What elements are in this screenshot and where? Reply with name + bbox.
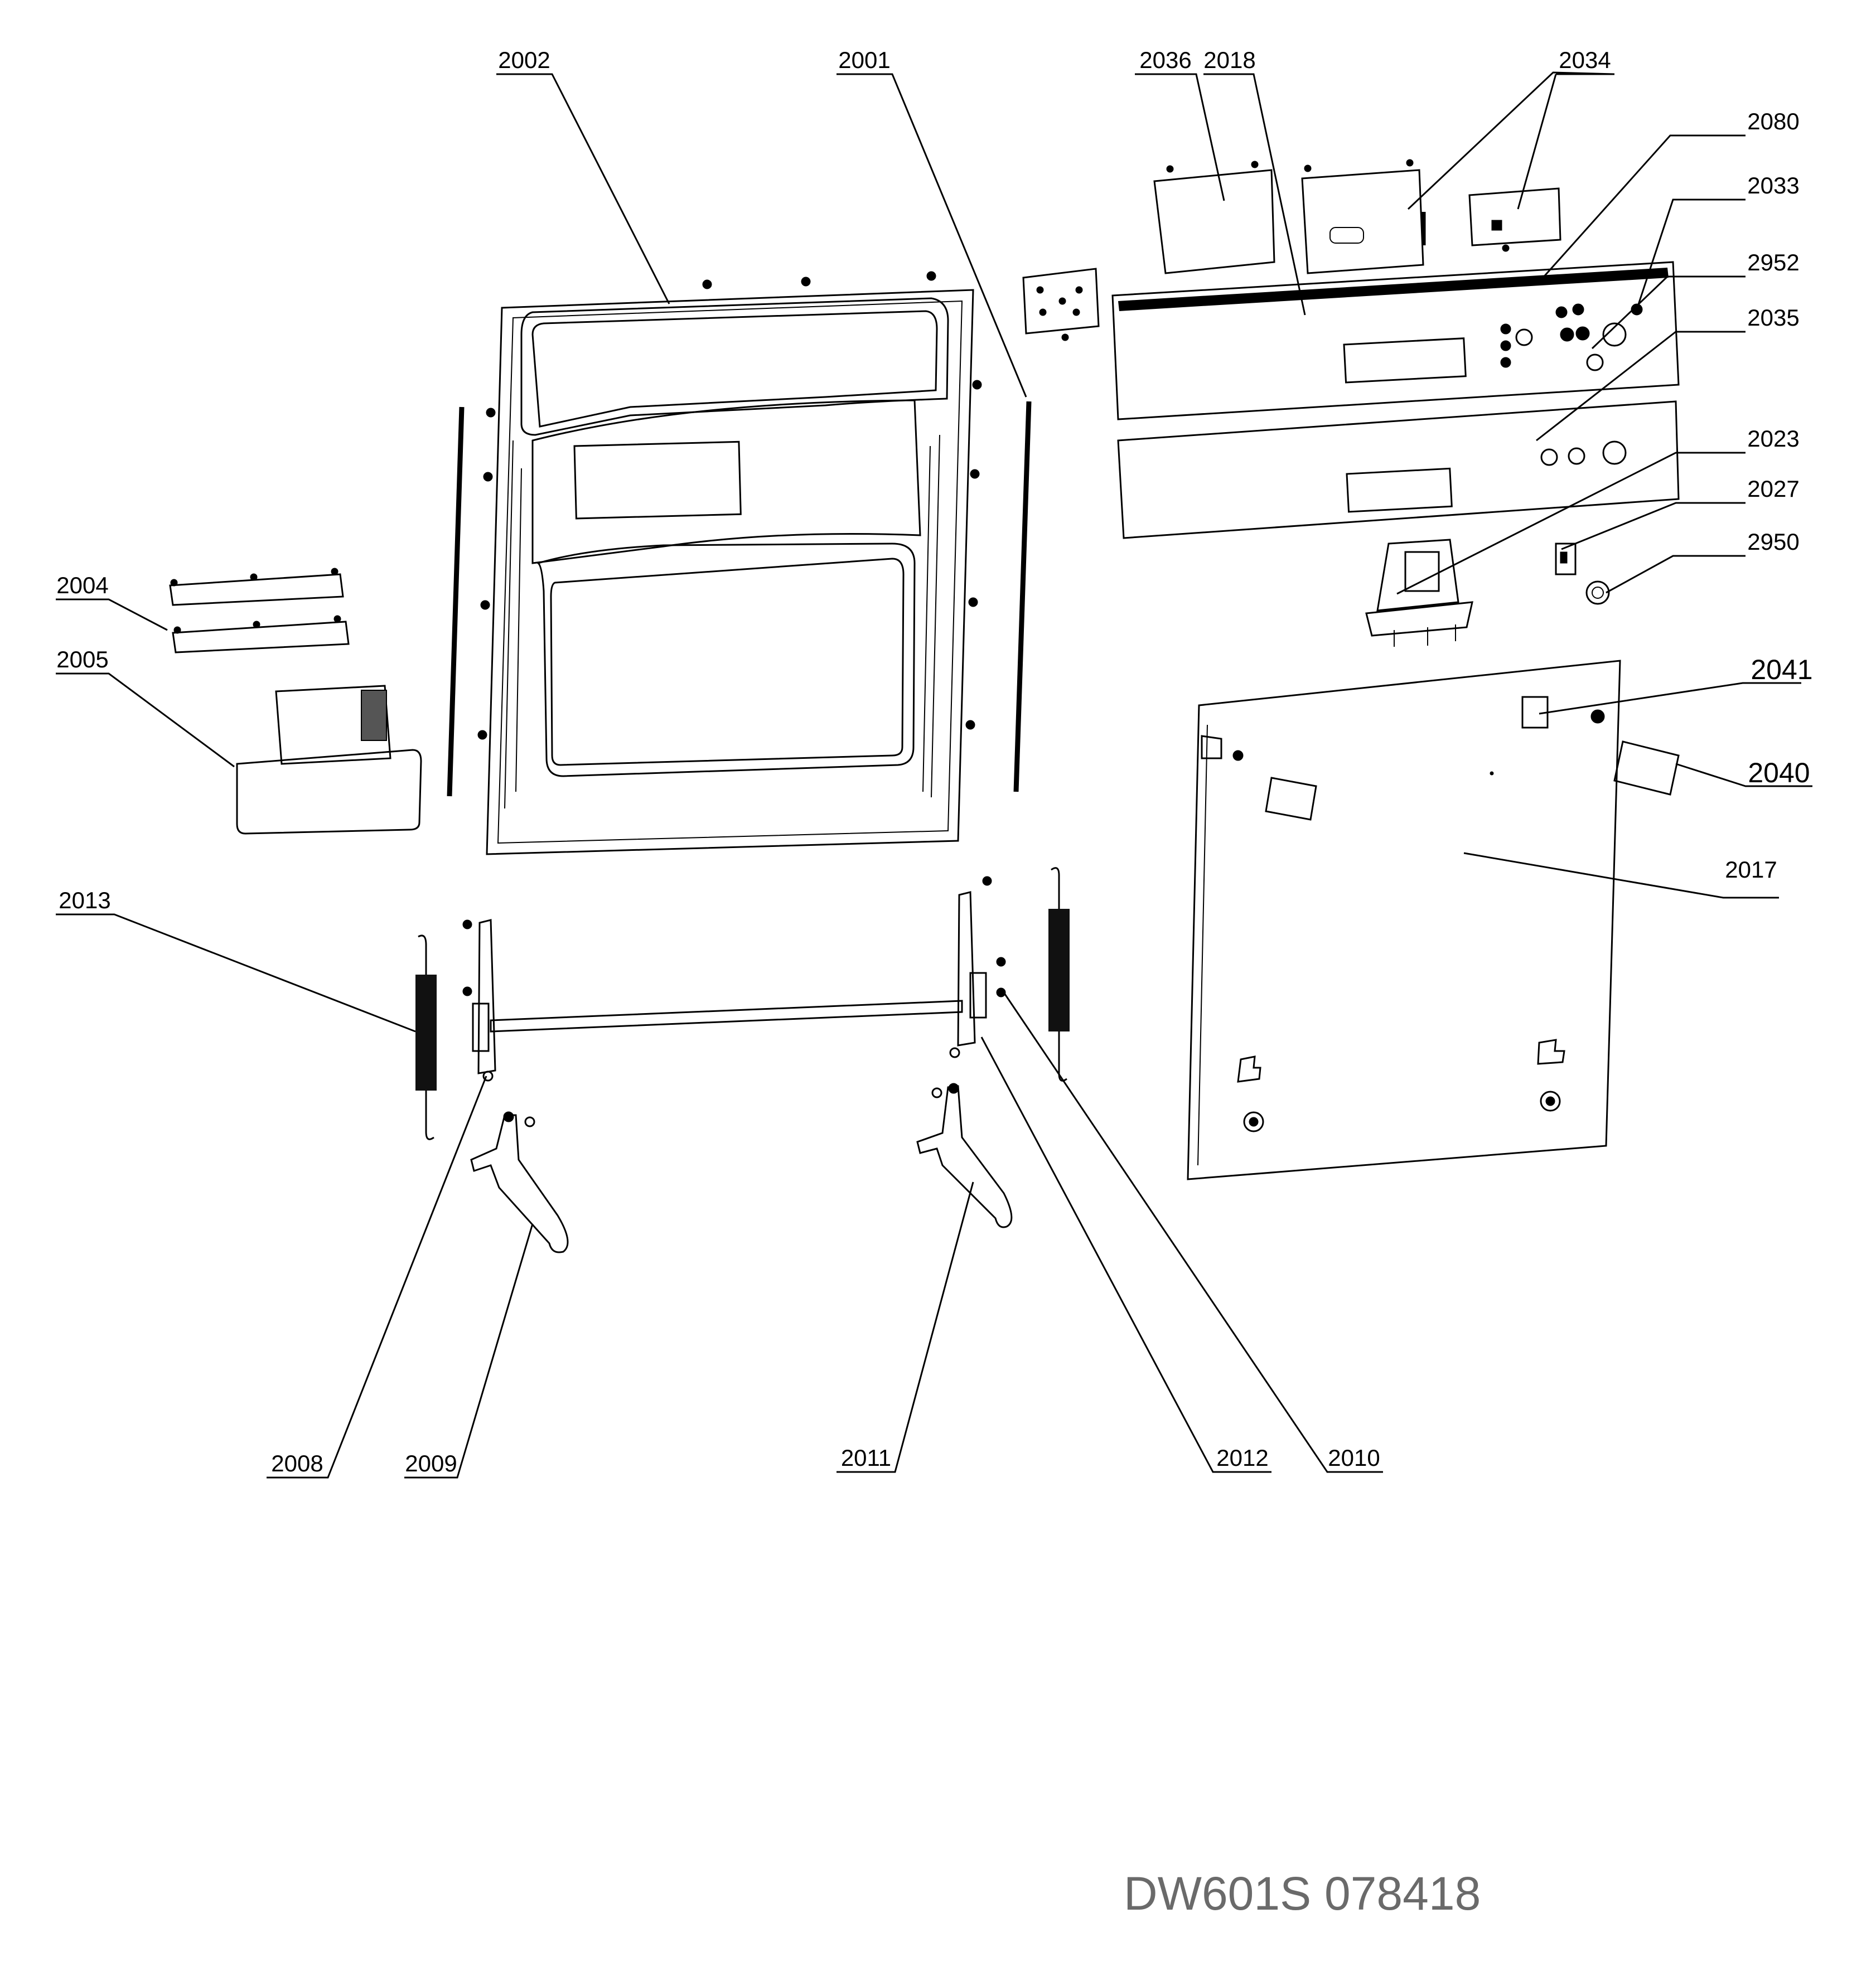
label-2002: 2002 (498, 47, 550, 73)
label-2018: 2018 (1203, 47, 1255, 73)
hinge-arm-left (470, 1111, 569, 1253)
label-2013: 2013 (59, 887, 110, 913)
label-2011: 2011 (841, 1445, 891, 1471)
label-2001: 2001 (838, 47, 890, 73)
inner-door-panel (477, 271, 982, 855)
cover-plate (1153, 161, 1275, 274)
control-panel (1111, 261, 1680, 420)
door-brackets (169, 568, 350, 653)
label-2004: 2004 (56, 572, 108, 598)
door-springs (415, 867, 1070, 1140)
label-2041: 2041 (1751, 654, 1812, 685)
detergent-dispenser (236, 685, 422, 835)
label-2036: 2036 (1139, 47, 1191, 73)
hinge-arm-right (916, 1083, 1013, 1228)
label-2040: 2040 (1748, 757, 1810, 788)
model-footer: DW601S 078418 (1124, 1867, 1481, 1920)
label-2005: 2005 (56, 646, 108, 672)
label-2010: 2010 (1328, 1445, 1380, 1471)
label-2012: 2012 (1216, 1445, 1268, 1471)
label-2034: 2034 (1559, 47, 1611, 73)
label-2950: 2950 (1747, 529, 1799, 555)
leader-lines (56, 71, 1812, 1479)
door-side-seals (447, 401, 1032, 797)
label-2027: 2027 (1747, 476, 1799, 502)
model-number: DW601S (1124, 1867, 1311, 1920)
door-lock (1365, 539, 1473, 647)
microswitch (1555, 543, 1577, 575)
facia-panel (1117, 400, 1680, 539)
part-labels: 2002 2001 2036 2018 2034 2080 2033 2952 … (56, 47, 1812, 1476)
display-board (1468, 187, 1561, 252)
label-2017: 2017 (1725, 856, 1777, 883)
label-2952: 2952 (1747, 249, 1799, 275)
hinge-bracket-assembly (462, 876, 1006, 1082)
label-2023: 2023 (1747, 425, 1799, 452)
label-2009: 2009 (405, 1450, 457, 1476)
interface-board (1022, 268, 1100, 341)
drawing-code: 078418 (1324, 1867, 1481, 1920)
label-2035: 2035 (1747, 304, 1799, 331)
knob (1585, 580, 1610, 605)
label-2080: 2080 (1747, 108, 1799, 134)
label-2033: 2033 (1747, 172, 1799, 198)
control-board (1301, 159, 1426, 274)
label-2008: 2008 (271, 1450, 323, 1476)
outer-door-panel (1187, 660, 1680, 1180)
